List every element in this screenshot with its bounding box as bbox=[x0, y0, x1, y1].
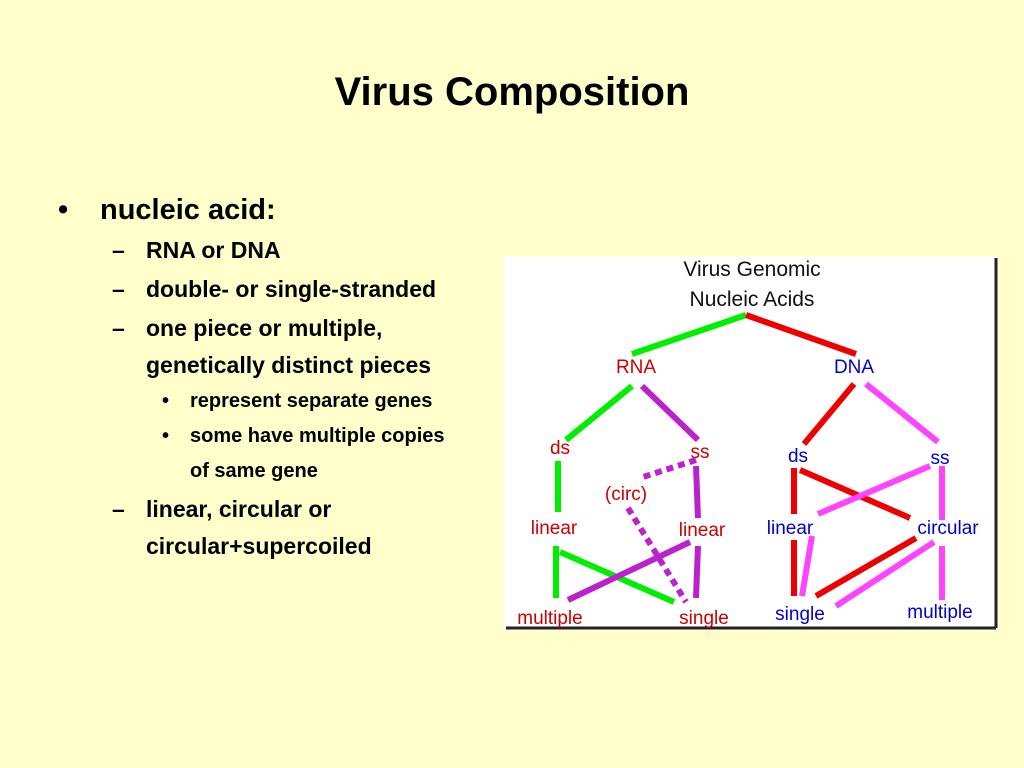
label-dna-ss: ss bbox=[931, 448, 950, 469]
edge-rightlinear-single bbox=[693, 545, 701, 599]
subsubbullet-text-line1: some have multiple copies bbox=[190, 425, 445, 447]
edge-root-dna bbox=[744, 312, 858, 357]
edge-rna-ds bbox=[564, 383, 634, 443]
genome-diagram: Virus Genomic Nucleic Acids RNA DNA ds s… bbox=[504, 256, 998, 630]
label-circ: (circ) bbox=[605, 484, 647, 505]
edge-circular-single-pink bbox=[834, 539, 936, 609]
subbullet-rna-or-dna: – RNA or DNA bbox=[52, 232, 502, 269]
label-rna-linear-right: linear bbox=[679, 520, 726, 541]
bullet-list: • nucleic acid: – RNA or DNA – double- o… bbox=[52, 190, 502, 565]
bullet-text: nucleic acid: bbox=[100, 194, 276, 226]
edge-ssdna-linear bbox=[816, 463, 932, 517]
bullet-nucleic-acid: • nucleic acid: bbox=[52, 190, 502, 230]
label-dna-multiple: multiple bbox=[907, 602, 972, 623]
dash-marker: – bbox=[112, 315, 125, 341]
edge-rightlinear-multiple bbox=[566, 539, 692, 603]
edge-ss-circ-dashed bbox=[639, 457, 697, 481]
label-dna-linear: linear bbox=[767, 518, 814, 539]
edge-root-rna bbox=[631, 312, 747, 357]
label-rna-single: single bbox=[679, 608, 729, 629]
label-dna: DNA bbox=[834, 357, 874, 378]
subsubbullet-text: represent separate genes bbox=[190, 390, 433, 412]
subsubbullet-separate-genes: • represent separate genes bbox=[52, 384, 502, 419]
edge-ss-linear bbox=[693, 465, 701, 519]
label-dna-ds: ds bbox=[788, 446, 808, 467]
label-rna-ds: ds bbox=[550, 438, 570, 459]
label-rna-linear-left: linear bbox=[531, 518, 578, 539]
label-rna: RNA bbox=[616, 357, 656, 378]
label-dna-circular: circular bbox=[917, 518, 979, 539]
edge-dnalinear-single-pink bbox=[799, 535, 815, 597]
edge-circ-single-dashed bbox=[625, 506, 689, 604]
subbullet-text: RNA or DNA bbox=[146, 237, 281, 263]
bullet-marker: • bbox=[58, 194, 69, 226]
subbullet-text-line2: circular+supercoiled bbox=[146, 533, 372, 559]
label-rna-multiple: multiple bbox=[517, 608, 582, 629]
subbullet-linear-circular: – linear, circular or circular+supercoil… bbox=[52, 491, 502, 565]
bullet-marker: • bbox=[162, 390, 170, 412]
dash-marker: – bbox=[112, 237, 125, 263]
subbullet-text-line1: linear, circular or bbox=[146, 496, 332, 522]
diagram-title-line1: Virus Genomic bbox=[683, 258, 820, 281]
dash-marker: – bbox=[112, 276, 125, 302]
subbullet-stranded: – double- or single-stranded bbox=[52, 271, 502, 308]
subsubbullet-text-line2: of same gene bbox=[190, 460, 318, 482]
label-rna-ss: ss bbox=[691, 442, 710, 463]
dash-marker: – bbox=[112, 496, 125, 522]
edge-dna-ss bbox=[864, 381, 940, 445]
subbullet-text-line1: one piece or multiple, bbox=[146, 315, 383, 341]
bullet-marker: • bbox=[162, 425, 170, 447]
slide-title: Virus Composition bbox=[334, 70, 690, 114]
label-dna-single: single bbox=[775, 604, 825, 625]
edge-rna-ss bbox=[639, 383, 701, 443]
diagram-title-line2: Nucleic Acids bbox=[690, 288, 815, 311]
genome-tree-svg: Virus Genomic Nucleic Acids RNA DNA ds s… bbox=[506, 258, 998, 630]
subbullet-text-line2: genetically distinct pieces bbox=[146, 352, 432, 378]
subbullet-text: double- or single-stranded bbox=[146, 276, 437, 302]
edge-dna-ds bbox=[801, 382, 857, 446]
edge-circular-single bbox=[814, 535, 918, 599]
subbullet-pieces: – one piece or multiple, genetically dis… bbox=[52, 310, 502, 384]
subsubbullet-multiple-copies: • some have multiple copies of same gene bbox=[52, 419, 502, 489]
edge-dsdna-circular bbox=[798, 467, 912, 521]
